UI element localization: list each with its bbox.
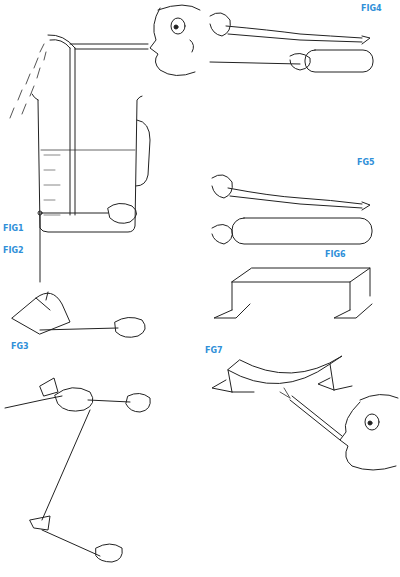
hand <box>212 224 232 244</box>
bridge-legs <box>228 364 334 392</box>
bridge-legs <box>232 268 370 310</box>
bridge-top <box>228 356 342 384</box>
ear <box>190 40 194 52</box>
figure-label: FIG2 <box>2 246 25 256</box>
water-surface <box>41 150 135 151</box>
beaker-experiment <box>10 5 200 232</box>
beaker-scale <box>44 155 60 215</box>
bridge-feet <box>212 378 352 392</box>
hair <box>158 5 200 10</box>
stick <box>210 62 300 64</box>
kite-experiment <box>5 378 150 562</box>
paper-fold <box>36 292 50 310</box>
spray <box>10 44 46 118</box>
hand <box>96 544 122 562</box>
hand <box>210 13 230 36</box>
paper-roll <box>305 50 373 72</box>
paper-strip <box>228 188 362 208</box>
hair <box>360 394 398 400</box>
paper-strip <box>226 26 362 42</box>
face-profile <box>150 8 195 76</box>
hand <box>126 393 150 412</box>
string <box>5 396 62 408</box>
figure-label: FIG1 <box>2 224 25 234</box>
air <box>280 388 290 398</box>
hand <box>115 317 145 337</box>
vertical-straw <box>70 48 75 215</box>
figure-label: FIG4 <box>360 4 383 14</box>
pin <box>38 211 42 215</box>
strip-end <box>362 36 370 44</box>
strip-end <box>362 202 370 210</box>
stick <box>88 400 130 402</box>
bridge-top <box>232 268 370 282</box>
hand <box>108 203 137 223</box>
bridge-feet <box>214 304 372 318</box>
figure-label: FG5 <box>356 158 376 168</box>
paper-roll <box>232 218 372 244</box>
stick <box>42 530 100 556</box>
beaker-spout <box>32 94 38 100</box>
stick <box>40 328 118 330</box>
stick <box>40 213 108 214</box>
pupil <box>368 421 372 425</box>
paper-bridge <box>214 268 372 318</box>
hand <box>212 175 232 198</box>
string <box>40 215 41 282</box>
pupil <box>174 25 178 29</box>
bent-bridge <box>212 356 398 470</box>
string-experiment <box>12 203 145 337</box>
figure-label: FG7 <box>204 346 224 356</box>
straw-tip <box>48 35 75 48</box>
straw <box>290 396 342 440</box>
eye <box>171 18 185 34</box>
horizontal-straw <box>70 44 148 49</box>
eye <box>365 414 379 430</box>
figure-label: FIG6 <box>324 250 347 260</box>
weight <box>30 516 50 530</box>
paper-strip-experiment <box>212 175 372 244</box>
figure-label: FG3 <box>10 342 30 352</box>
beaker <box>38 96 142 232</box>
face-profile <box>340 402 396 470</box>
beaker-handle <box>136 120 150 186</box>
hand <box>55 388 93 411</box>
paper-strip-experiment <box>210 13 373 72</box>
paper-figure <box>12 293 70 334</box>
string <box>42 410 90 520</box>
paper-kite <box>40 378 58 396</box>
